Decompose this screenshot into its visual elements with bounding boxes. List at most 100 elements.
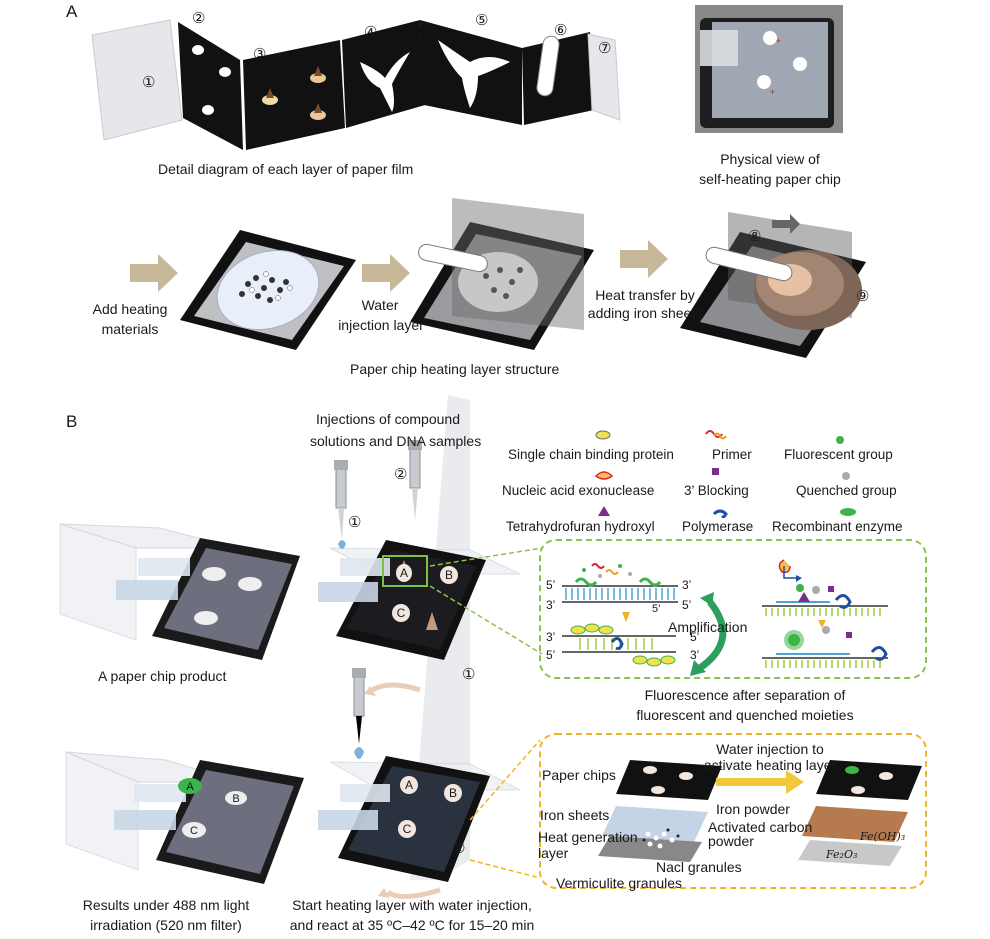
step-num-1a: ① — [348, 514, 362, 531]
strand-5-a: 5’ — [546, 578, 556, 592]
label-vermiculite: Vermiculite granules — [556, 875, 683, 891]
label-iron-powder: Iron powder — [716, 801, 790, 817]
pipette-top-right — [408, 440, 422, 520]
label-paper-chips: Paper chips — [542, 767, 616, 783]
paper-chip-product — [59, 523, 300, 660]
step-water-1: Water — [361, 297, 399, 313]
panel-b-letter: B — [66, 412, 78, 431]
legend-fluor: Fluorescent group — [784, 447, 893, 462]
strand-5-d: 5’ — [690, 630, 700, 644]
svg-text:+: + — [776, 36, 781, 46]
layer-number-2: ② — [192, 10, 206, 27]
layer-number-1: ① — [142, 74, 156, 91]
well-label-a-top: A — [396, 564, 412, 582]
strand-5-e: 5’ — [652, 603, 661, 615]
process-arrows-a — [130, 240, 668, 292]
pipette-bottom — [352, 668, 366, 759]
label-feoh: Fe(OH)₃ — [860, 830, 906, 843]
layer-number-9: ⑨ — [856, 288, 870, 305]
heating-chip-2 — [410, 198, 594, 350]
well-label-b-top: B — [440, 566, 458, 584]
step-water-2: injection layer — [338, 317, 424, 333]
step-num-1b: ① — [462, 666, 476, 683]
heating-layer-diagram — [598, 760, 922, 866]
legend-recomb: Recombinant enzyme — [772, 519, 903, 534]
step-num-2a: ② — [394, 466, 408, 483]
label-fe2o3: Fe₂O₃ — [826, 848, 858, 861]
layer-4 — [342, 20, 425, 128]
inject-caption-1: Injections of compound — [316, 411, 460, 427]
layer-number-6: ⑥ — [554, 22, 568, 39]
layer-number-7: ⑦ — [598, 40, 612, 57]
strand-3-d: 3’ — [690, 648, 700, 662]
layer-number-8: ⑧ — [748, 228, 762, 245]
chip-injection-top — [318, 540, 521, 660]
well-label-a-result: A — [186, 781, 194, 793]
well-label-a-mid: A — [400, 776, 418, 794]
physical-photo: + + — [695, 5, 843, 133]
well-label-b-result: B — [232, 793, 240, 805]
layer-7 — [587, 33, 621, 121]
fluor-caption-1: Fluorescence after separation of — [644, 687, 846, 703]
step-add-heating-1: Add heating — [92, 301, 168, 317]
legend-block: 3’ Blocking — [684, 483, 749, 498]
results-caption-1: Results under 488 nm light — [82, 897, 250, 913]
step-add-heating-2: materials — [101, 321, 159, 337]
label-activated-2: powder — [708, 833, 754, 849]
strand-3-b: 3’ — [546, 598, 556, 612]
curve-arrow-2 — [386, 887, 441, 899]
dna-strands — [562, 559, 888, 676]
layer-number-5: ⑤ — [475, 12, 489, 29]
well-label-c-result: C — [190, 825, 198, 837]
strand-3-c: 3’ — [546, 630, 556, 644]
legend-exo: Nucleic acid exonuclease — [502, 483, 655, 498]
heating-chip-3 — [680, 212, 866, 358]
layer-3 — [243, 40, 345, 150]
caption-paper-film: Detail diagram of each layer of paper fi… — [158, 161, 414, 177]
legend-poly: Polymerase — [682, 519, 754, 534]
label-nacl: Nacl granules — [656, 859, 742, 875]
paper-film-layers — [91, 19, 621, 150]
label-heat-gen-1: Heat generation — [538, 829, 638, 845]
layer-2 — [178, 22, 243, 150]
heating-chip-1 — [180, 230, 356, 350]
legend-ssb: Single chain binding protein — [508, 447, 674, 462]
chip-heating-bottom — [318, 756, 521, 882]
water-activate-1: Water injection to — [716, 741, 824, 757]
well-label-c-top: C — [392, 604, 410, 622]
strand-5-b: 5’ — [682, 598, 692, 612]
step-heat-2: adding iron sheets — [587, 305, 703, 321]
start-caption-2: and react at 35 ºC–42 ºC for 15–20 min — [289, 917, 535, 933]
step-heat-1: Heat transfer by — [595, 287, 695, 303]
legend-thf: Tetrahydrofuran hydroxyl — [506, 519, 655, 534]
water-activate-2: activate heating layer — [703, 757, 837, 773]
caption-physical-2: self-heating paper chip — [699, 171, 841, 187]
amplification-box — [539, 539, 927, 679]
fluor-caption-2: fluorescent and quenched moieties — [636, 707, 854, 723]
layer-1 — [91, 19, 183, 141]
paper-chip-results — [65, 751, 304, 884]
layer-number-4: ④ — [364, 24, 378, 41]
layer-6 — [522, 32, 594, 125]
amplification-label: Amplification — [668, 619, 748, 635]
label-iron-sheets: Iron sheets — [540, 807, 610, 823]
svg-text:+: + — [770, 87, 775, 97]
step-num-2b: ② — [452, 840, 466, 857]
results-caption-2: irradiation (520 nm filter) — [90, 917, 242, 933]
panel-a-letter: A — [66, 2, 78, 21]
layer-number-3: ③ — [253, 46, 267, 63]
heating-layer-box — [539, 733, 927, 889]
caption-heating-structure: Paper chip heating layer structure — [350, 361, 560, 377]
well-label-c-mid: C — [398, 820, 416, 838]
legend-primer: Primer — [712, 447, 752, 462]
caption-physical-1: Physical view of — [720, 151, 820, 167]
strand-5-c: 5’ — [546, 648, 556, 662]
strand-3-a: 3’ — [682, 578, 692, 592]
curve-arrow-1 — [370, 682, 421, 693]
legend-icons — [594, 430, 856, 519]
legend-quench: Quenched group — [796, 483, 897, 498]
well-label-b-mid: B — [444, 784, 462, 802]
label-heat-gen-2: layer — [538, 845, 569, 861]
product-caption: A paper chip product — [98, 668, 227, 684]
